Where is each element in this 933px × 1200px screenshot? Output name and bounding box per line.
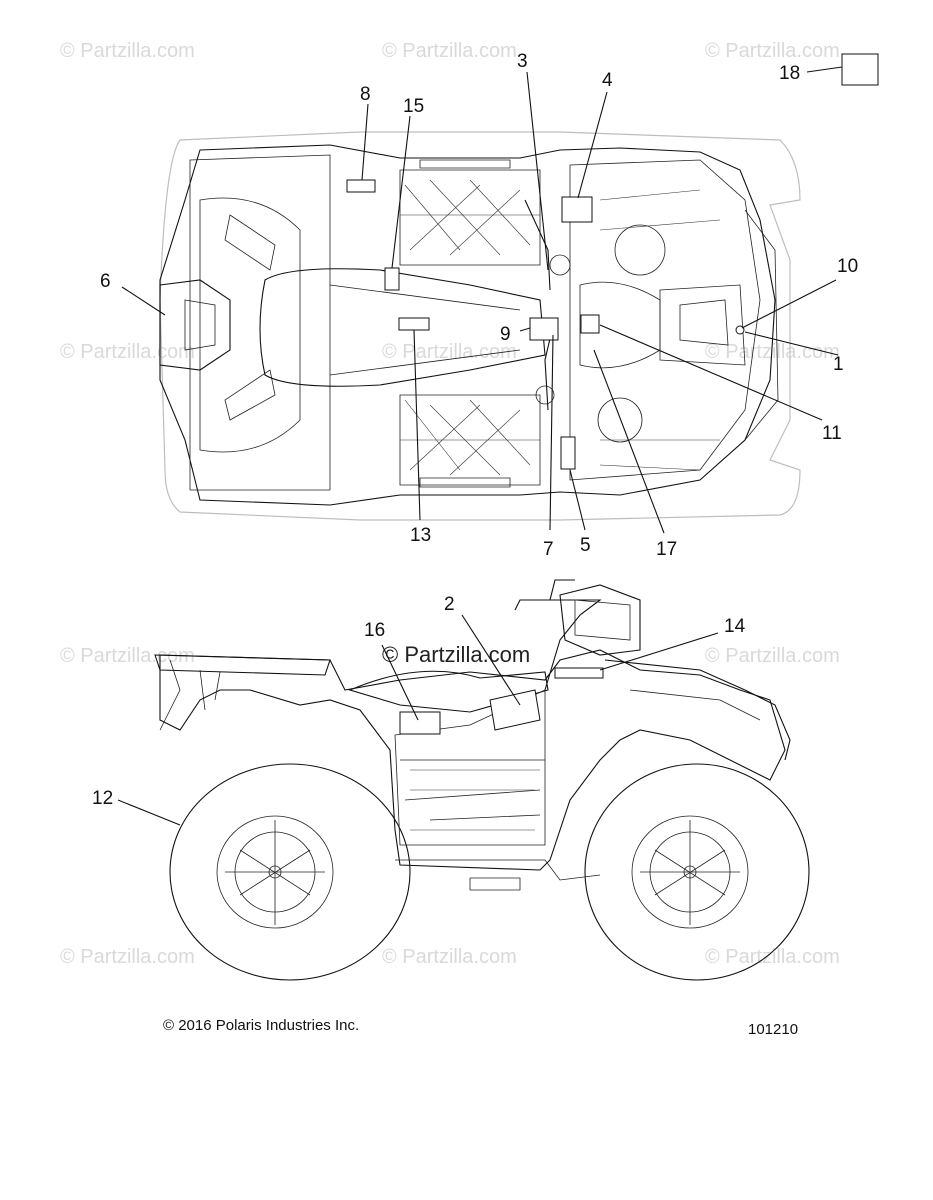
- decal-4: [561, 196, 593, 223]
- watermark: © Partzilla.com: [382, 40, 517, 62]
- decal-11: [580, 314, 600, 334]
- decal-16: [399, 711, 441, 735]
- leader-lines: [117, 66, 843, 826]
- callout-3: 3: [517, 51, 528, 72]
- watermark: © Partzilla.com: [705, 341, 840, 363]
- copyright-text: © 2016 Polaris Industries Inc.: [163, 1017, 359, 1034]
- watermark: © Partzilla.com: [705, 946, 840, 968]
- figure-number: 101210: [748, 1021, 798, 1038]
- callout-14: 14: [724, 616, 746, 637]
- decal-8: [346, 179, 376, 193]
- decal-14: [554, 667, 604, 679]
- watermark: © Partzilla.com: [60, 341, 195, 363]
- decal-15: [384, 267, 400, 291]
- watermark-center: © Partzilla.com: [382, 642, 530, 667]
- watermark: © Partzilla.com: [60, 40, 195, 62]
- atv-side-view: [154, 579, 810, 981]
- callout-6: 6: [100, 271, 111, 292]
- callout-labels: 1 2 3 4 5 6 7 8 9 10 11 12 13 14 15 16 1…: [92, 51, 858, 809]
- watermark: © Partzilla.com: [382, 946, 517, 968]
- callout-13: 13: [410, 525, 431, 546]
- decal-5: [560, 436, 576, 470]
- callout-4: 4: [602, 70, 613, 91]
- decal-13: [398, 317, 430, 331]
- callout-18: 18: [779, 63, 800, 84]
- callout-7: 7: [543, 539, 554, 560]
- callout-10: 10: [837, 256, 858, 277]
- watermark: © Partzilla.com: [705, 40, 840, 62]
- watermark: © Partzilla.com: [60, 645, 195, 667]
- callout-5: 5: [580, 535, 591, 556]
- atv-top-view: [159, 131, 801, 521]
- watermark: © Partzilla.com: [705, 645, 840, 667]
- callout-11: 11: [822, 423, 842, 444]
- watermark: © Partzilla.com: [382, 341, 517, 363]
- callout-1: 1: [833, 354, 844, 375]
- callout-15: 15: [403, 96, 424, 117]
- decal-2: [489, 689, 541, 731]
- decal-18: [841, 53, 879, 86]
- callout-9: 9: [500, 324, 511, 345]
- callout-12: 12: [92, 788, 113, 809]
- callout-8: 8: [360, 84, 371, 105]
- decal-9: [529, 317, 559, 341]
- callout-17: 17: [656, 539, 677, 560]
- watermark-grid: © Partzilla.com © Partzilla.com © Partzi…: [60, 40, 840, 968]
- callout-16: 16: [364, 620, 385, 641]
- callout-2: 2: [444, 594, 455, 615]
- watermark: © Partzilla.com: [60, 946, 195, 968]
